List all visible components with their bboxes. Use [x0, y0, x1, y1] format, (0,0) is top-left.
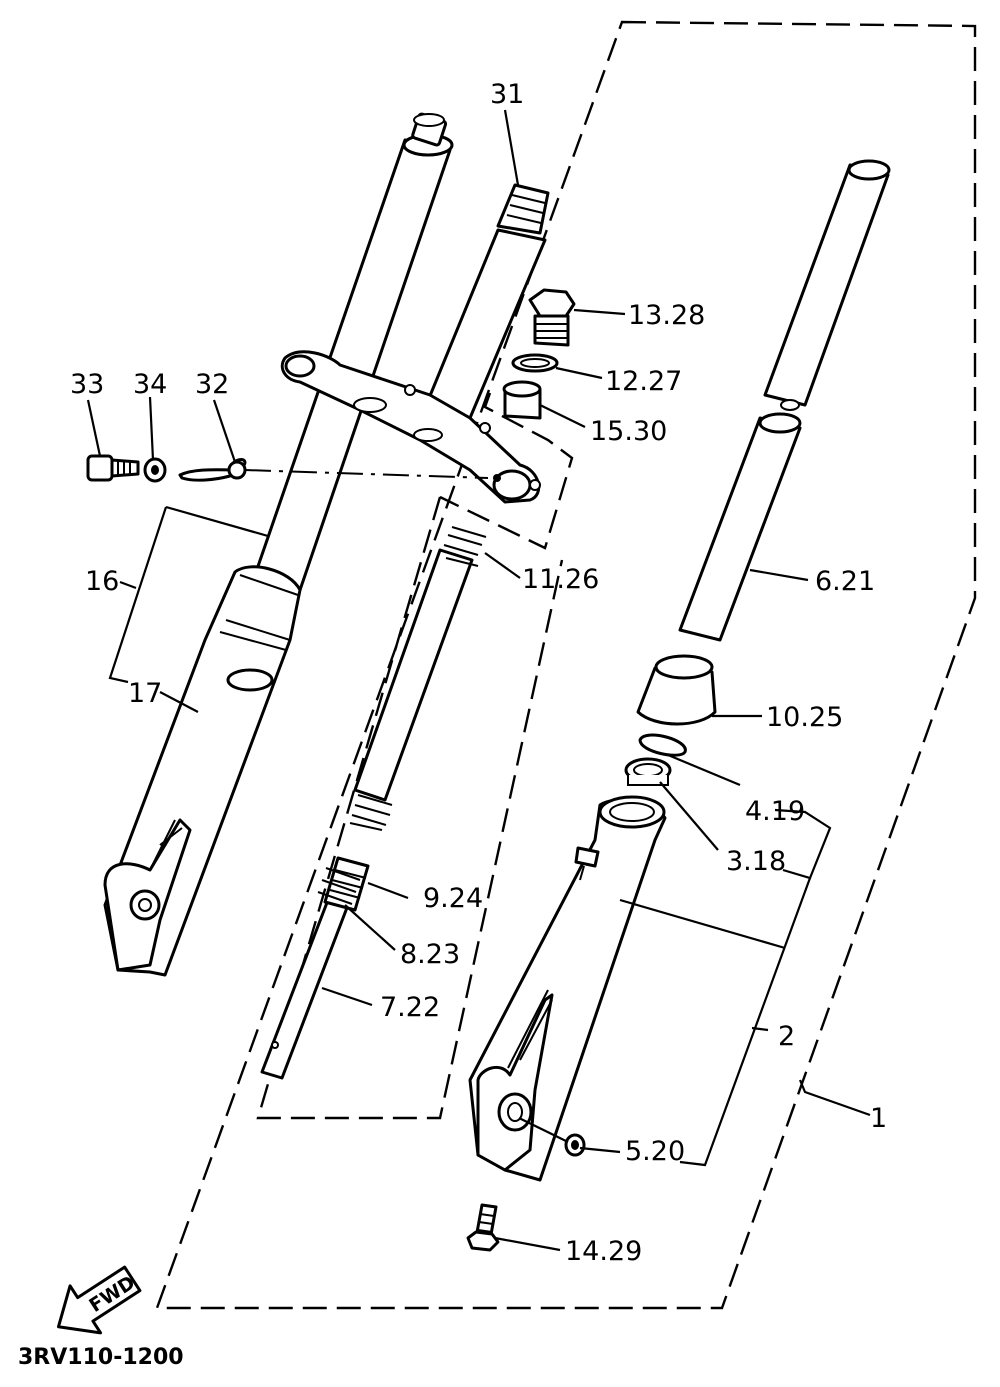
drain-bolt-14-29	[466, 1203, 500, 1252]
callout-1: 1	[870, 1103, 887, 1134]
callout-9-24: 9.24	[423, 883, 483, 914]
callout-14-29: 14.29	[565, 1236, 642, 1267]
callout-15-30: 15.30	[590, 416, 667, 447]
alignment-line-32	[244, 469, 489, 479]
clip-32	[178, 457, 247, 482]
callout-31: 31	[490, 79, 524, 110]
spring-group-boundary	[256, 496, 564, 1120]
bolt-33	[86, 454, 140, 482]
callout-10-25: 10.25	[766, 702, 843, 733]
callout-labels: 31 13.28 12.27 15.30 33 34 32 16 17 11.2…	[70, 79, 887, 1267]
assembly-boundary-1	[155, 20, 977, 1310]
callout-33: 33	[70, 369, 104, 400]
callout-16: 16	[85, 566, 119, 597]
drawing-code: 3RV110-1200	[18, 1345, 184, 1370]
callout-11-26: 11.26	[522, 564, 599, 595]
callout-6-21: 6.21	[815, 566, 875, 597]
inner-tube-6-21	[678, 159, 891, 642]
callout-34: 34	[133, 369, 167, 400]
callout-32: 32	[195, 369, 229, 400]
callout-17: 17	[128, 678, 162, 709]
circlip-4-19	[638, 733, 687, 757]
callout-13-28: 13.28	[628, 300, 705, 331]
callout-12-27: 12.27	[605, 366, 682, 397]
callout-5-20: 5.20	[625, 1136, 685, 1167]
fork-spring-11-26	[349, 526, 487, 831]
washer-5-20	[564, 1133, 586, 1157]
callout-7-22: 7.22	[380, 992, 440, 1023]
collar-15-30	[502, 380, 542, 420]
outer-tube-2	[468, 795, 667, 1182]
callout-4-19: 4.19	[745, 796, 805, 827]
callout-2: 2	[778, 1021, 795, 1052]
o-ring-12-27	[511, 353, 559, 373]
cap-bolt-13-28	[528, 288, 576, 347]
damper-rod-7-22	[260, 856, 370, 1080]
assembled-fork-left	[103, 112, 454, 977]
fork-top-boundary	[439, 392, 574, 550]
forward-arrow-icon: FWD	[56, 1265, 142, 1335]
dust-seal-10-25	[636, 654, 717, 726]
callout-3-18: 3.18	[726, 846, 786, 877]
under-bracket-steering-stem	[280, 183, 550, 504]
callout-8-23: 8.23	[400, 939, 460, 970]
oil-seal-3-18	[624, 757, 672, 786]
leader-lines	[86, 109, 871, 1252]
washer-34	[143, 457, 167, 483]
